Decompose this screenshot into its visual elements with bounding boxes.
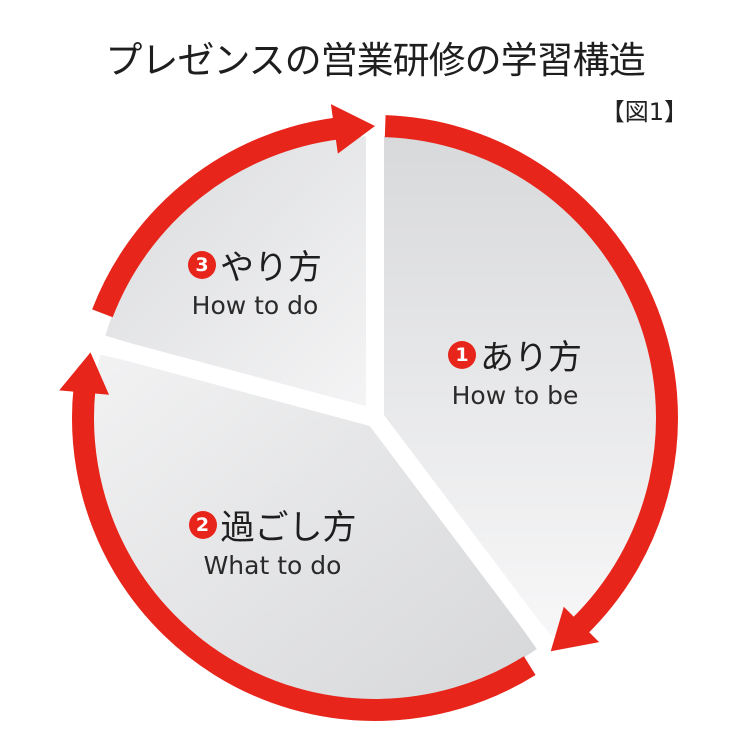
number-badge-2: 2 [188,510,217,539]
cycle-arrow-3 [92,117,341,318]
segment-1-jp: あり方 [480,338,582,378]
separator-2 [367,412,570,673]
wedge-1 [375,136,657,638]
number-badge-3: 3 [188,250,216,279]
segment-1-en: How to be [451,381,579,410]
cycle-arrow-1 [384,115,678,636]
segment-2-en: What to do [203,551,342,580]
arrowhead-icon [59,352,110,395]
arrowhead-icon [330,104,375,154]
segment-3-en: How to do [191,291,319,320]
segment-3-jp: やり方 [220,248,322,288]
diagram-title: プレゼンスの営業研修の学習構造 [105,39,645,82]
segment-2-jp: 過ごし方 [220,508,357,548]
separator-3 [71,328,378,427]
arrowhead-icon [550,606,600,652]
cycle-arrow-2 [72,386,536,721]
wedge-2 [93,354,537,700]
figure-label: 【図1】 [600,98,688,126]
number-badge-1: 1 [448,340,476,369]
wedge-3 [105,136,376,419]
